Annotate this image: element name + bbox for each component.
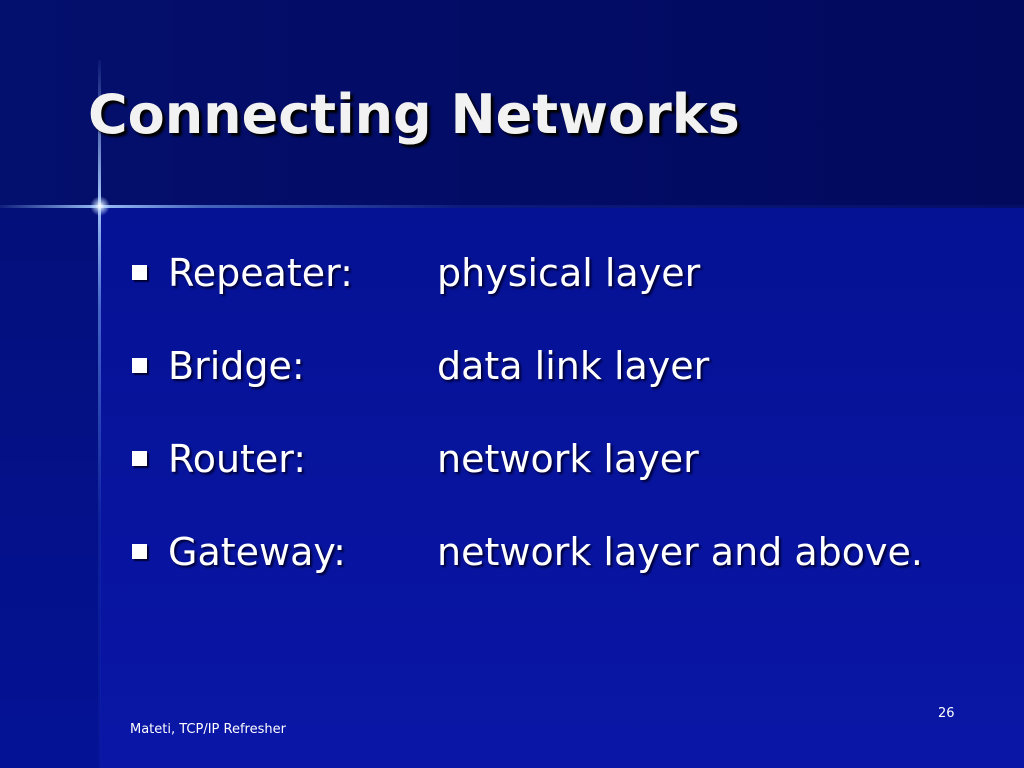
page-number: 26: [938, 706, 955, 721]
bullet-label: Gateway:: [168, 530, 346, 574]
vertical-accent-line: [98, 60, 101, 768]
bullet-list: Repeater: physical layer Bridge: data li…: [130, 240, 990, 612]
bullet-item-router: Router: network layer: [130, 426, 990, 519]
bullet-value: network layer and above.: [437, 530, 923, 574]
footer-text: Mateti, TCP/IP Refresher: [130, 722, 286, 737]
bullet-label: Router:: [168, 437, 307, 481]
square-bullet-icon: [132, 265, 147, 280]
bullet-label: Repeater:: [168, 251, 353, 295]
bullet-value: physical layer: [437, 251, 701, 295]
bullet-label: Bridge:: [168, 344, 305, 388]
square-bullet-icon: [132, 358, 147, 373]
bullet-value: data link layer: [437, 344, 710, 388]
square-bullet-icon: [132, 544, 147, 559]
content-background: [100, 208, 1024, 768]
sparkle-icon: [90, 196, 110, 216]
bullet-item-gateway: Gateway: network layer and above.: [130, 519, 990, 612]
bullet-value: network layer: [437, 437, 699, 481]
title-band: [0, 0, 1024, 208]
square-bullet-icon: [132, 451, 147, 466]
slide-title: Connecting Networks: [88, 83, 740, 146]
bullet-item-bridge: Bridge: data link layer: [130, 333, 990, 426]
left-band: [0, 208, 100, 768]
horizontal-accent-line: [0, 205, 1024, 208]
bullet-item-repeater: Repeater: physical layer: [130, 240, 990, 333]
